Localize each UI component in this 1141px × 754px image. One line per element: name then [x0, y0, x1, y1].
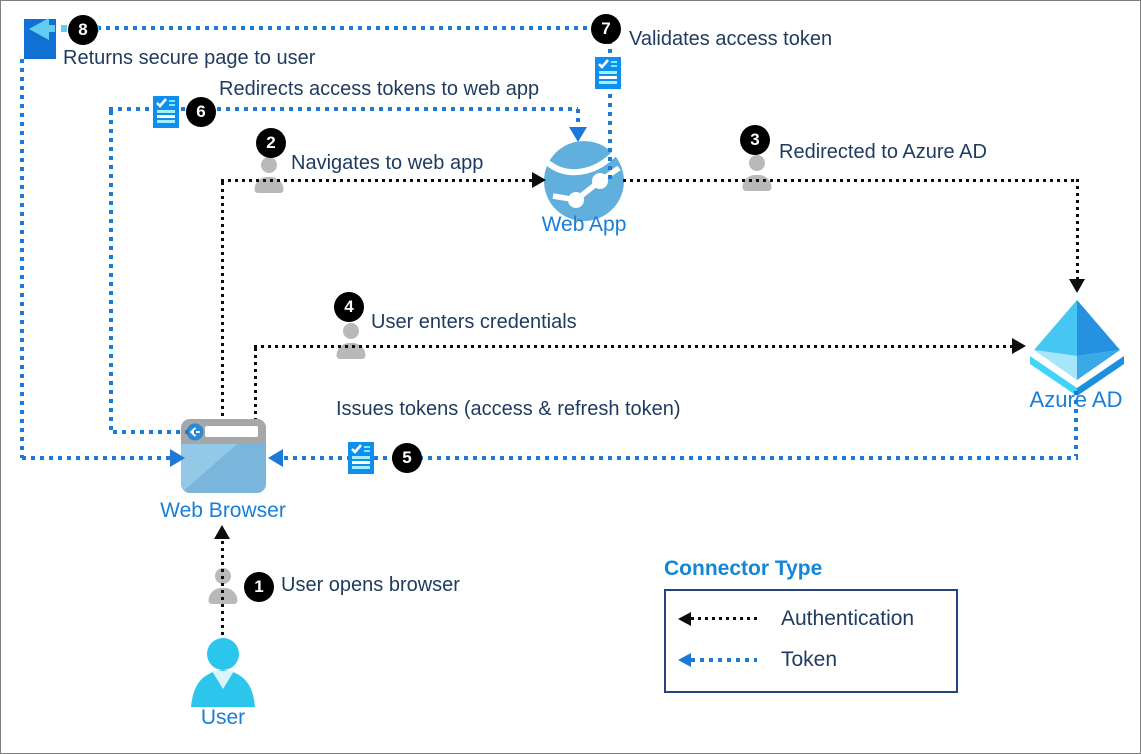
token-line-step6-vertical	[109, 111, 113, 434]
step-label-issues-tokens: Issues tokens (access & refresh token)	[336, 398, 681, 420]
person-icon-step3	[742, 155, 772, 191]
auth-line-step2-vertical	[221, 182, 224, 419]
step-badge-6: 6	[186, 97, 216, 127]
step-badge-4: 4	[334, 292, 364, 322]
step-badge-8: 8	[68, 15, 98, 45]
token-line-step5-vertical	[1074, 391, 1078, 456]
token-line-top	[97, 26, 602, 30]
step-badge-3: 3	[740, 125, 770, 155]
auth-line-step4-vertical	[254, 348, 257, 419]
auth-line-step2-horizontal	[221, 179, 532, 182]
token-line-step7-vertical	[608, 31, 612, 179]
legend-authentication-arrow	[678, 612, 691, 626]
auth-arrowhead-azuread-top	[1069, 279, 1085, 293]
user-label: User	[200, 706, 246, 729]
azure-ad-label: Azure AD	[1029, 387, 1123, 412]
step-label-returns-secure-page: Returns secure page to user	[63, 47, 316, 69]
legend-authentication-label: Authentication	[781, 607, 915, 630]
person-icon-step2	[254, 157, 284, 193]
token-icon-step5	[348, 442, 374, 474]
legend-box	[664, 589, 958, 693]
auth-arrowhead-azuread-left	[1012, 338, 1026, 354]
token-line-to-browser-left	[22, 456, 170, 460]
step-label-validates-token: Validates access token	[629, 28, 833, 50]
token-arrowhead-browser-right	[268, 449, 283, 467]
step-label-redirects-tokens: Redirects access tokens to web app	[219, 78, 540, 100]
token-line-step6-top	[109, 107, 578, 111]
legend-token-line	[691, 658, 757, 662]
step-badge-5: 5	[392, 443, 422, 473]
legend-token-label: Token	[781, 648, 838, 671]
auth-line-step4-horizontal	[254, 345, 1012, 348]
web-app-label: Web App	[541, 213, 627, 236]
auth-arrowhead-webapp	[532, 172, 546, 188]
auth-line-step1-vertical	[221, 541, 224, 639]
legend-authentication-line	[691, 617, 757, 620]
user-icon	[185, 637, 261, 707]
step-badge-2: 2	[256, 128, 286, 158]
step-label-redirected: Redirected to Azure AD	[779, 141, 987, 163]
step-label-credentials: User enters credentials	[371, 311, 577, 333]
token-line-step6-drop	[576, 109, 580, 127]
step-label-opens-browser: User opens browser	[281, 574, 460, 596]
azure-ad-icon	[1028, 298, 1126, 396]
token-line-step5-horizontal	[284, 456, 1078, 460]
token-line-left-vertical	[20, 59, 24, 458]
person-icon-step4	[336, 323, 366, 359]
legend-title: Connector Type	[664, 557, 823, 580]
step-badge-7: 7	[591, 14, 621, 44]
token-icon-step7	[595, 57, 621, 89]
legend-token-arrow	[678, 653, 691, 667]
token-icon-step6	[153, 96, 179, 128]
token-arrowhead-browser-left	[170, 449, 185, 467]
token-arrowhead-webapp	[569, 127, 587, 142]
web-browser-icon	[181, 419, 266, 493]
token-line-step6-bottom	[113, 430, 196, 434]
auth-line-step3-horizontal	[623, 179, 1078, 182]
token-arrowhead-secure-page	[29, 18, 49, 40]
step-badge-1: 1	[244, 572, 274, 602]
web-app-icon	[542, 139, 626, 223]
auth-line-step3-vertical	[1076, 179, 1079, 279]
step-label-navigates: Navigates to web app	[291, 152, 484, 174]
web-browser-label: Web Browser	[160, 499, 286, 522]
auth-arrowhead-browser-bottom	[214, 525, 230, 539]
